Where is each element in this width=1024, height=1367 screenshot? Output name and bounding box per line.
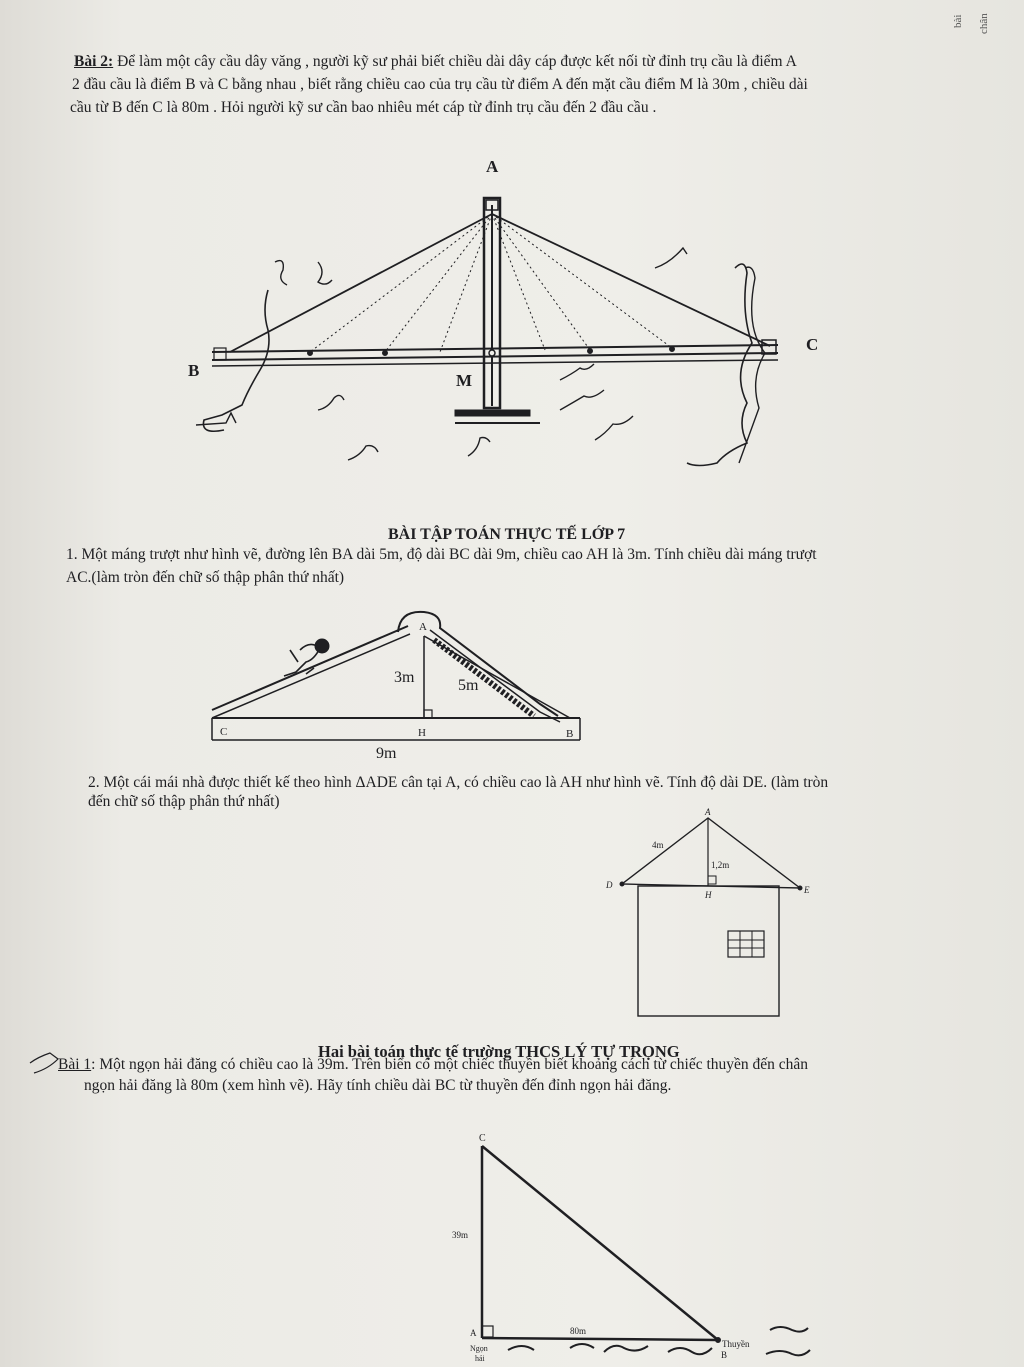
bai1-line1-text: : Một ngọn hải đăng có chiều cao là 39m.… <box>91 1056 809 1073</box>
ly-tu-trong-title: Hai bài toán thực tế trường THCS LÝ TỰ T… <box>318 1042 680 1061</box>
slide-label-height: 3m <box>394 669 415 686</box>
house-labels: A 4m 1,2m D H E <box>605 807 810 900</box>
house-label-d: D <box>605 880 613 890</box>
slide-labels: A 3m 5m C H B 9m <box>220 621 573 762</box>
slide-label-c: C <box>220 726 227 738</box>
lighthouse-label-ngon: Ngọn <box>470 1344 488 1353</box>
bai2-label: Bài 2: <box>74 53 114 70</box>
bridge-labels: A B C M <box>188 157 818 390</box>
bridge-figure <box>195 196 779 467</box>
q2-line2: đến chữ số thập phân thứ nhất) <box>88 793 280 810</box>
bai2-line3: cầu từ B đến C là 80m . Hỏi người kỹ sư … <box>70 99 657 116</box>
bai1-line1: Bài 1: Một ngọn hải đăng có chiều cao là… <box>58 1055 808 1074</box>
bai1-line2: ngọn hải đăng là 80m (xem hình vẽ). Hãy … <box>84 1077 672 1094</box>
lighthouse-label-c: C <box>479 1133 486 1144</box>
bai1-label: Bài 1 <box>58 1056 92 1073</box>
house-label-e: E <box>803 885 810 895</box>
slide-label-slope: 5m <box>458 677 479 694</box>
lighthouse-label-boat: Thuyền <box>722 1339 750 1349</box>
q2-line1: 2. Một cái mái nhà được thiết kế theo hì… <box>88 774 829 791</box>
slide-label-b: B <box>566 728 573 740</box>
section-title: BÀI TẬP TOÁN THỰC TẾ LỚP 7 <box>388 526 626 543</box>
q1-line2: AC.(làm tròn đến chữ số thập phân thứ nh… <box>66 569 345 586</box>
bridge-label-c: C <box>806 335 818 354</box>
house-label-side: 4m <box>652 840 664 850</box>
check-mark-icon <box>29 1052 59 1074</box>
lighthouse-label-hai: hải <box>475 1354 486 1363</box>
lighthouse-label-b: B <box>721 1350 727 1360</box>
lighthouse-labels: C 39m A 80m Thuyền B Ngọn hải <box>452 1133 750 1363</box>
house-label-h: H <box>704 890 712 900</box>
lighthouse-figure <box>480 1145 811 1357</box>
slide-figure <box>211 610 581 741</box>
bai2-line1-text: Để làm một cây cầu dây văng , người kỹ s… <box>117 53 797 70</box>
bridge-label-b: B <box>188 361 199 380</box>
slide-label-base: 9m <box>376 745 397 762</box>
bridge-label-m: M <box>456 371 472 390</box>
house-label-height: 1,2m <box>711 860 729 870</box>
bridge-label-a: A <box>486 157 499 176</box>
bai2-line2: 2 đầu cầu là điểm B và C bằng nhau , biế… <box>72 76 808 93</box>
q1-line1: 1. Một máng trượt như hình vẽ, đường lên… <box>66 546 817 563</box>
lighthouse-label-a: A <box>470 1328 477 1338</box>
lighthouse-label-distance: 80m <box>570 1326 586 1336</box>
slide-label-h: H <box>418 727 426 739</box>
house-label-a: A <box>704 807 711 817</box>
slide-label-a: A <box>419 621 427 633</box>
house-figure <box>619 817 803 1017</box>
bai2-line1: Bài 2: Để làm một cây cầu dây văng , ngư… <box>74 52 797 71</box>
lighthouse-label-height: 39m <box>452 1230 468 1240</box>
